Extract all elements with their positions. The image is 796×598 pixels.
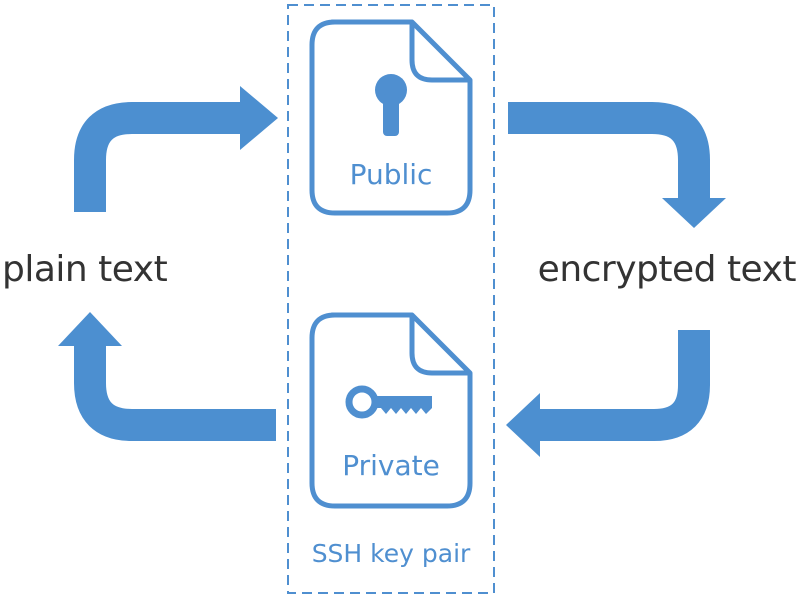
key-icon <box>345 385 432 419</box>
private-key-file <box>309 312 473 509</box>
key-pair-group-border <box>287 4 495 594</box>
plain-text-label: plain text <box>2 249 168 290</box>
arrow-private-to-plain <box>58 312 276 441</box>
arrow-encrypted-to-private <box>506 330 710 457</box>
arrow-public-to-encrypted <box>508 102 726 228</box>
arrow-plain-to-public <box>74 86 278 212</box>
public-key-file <box>309 19 473 216</box>
public-key-label: Public <box>349 158 433 191</box>
encrypted-text-label: encrypted text <box>537 249 796 290</box>
private-key-label: Private <box>342 449 440 482</box>
ssh-key-pair-label: SSH key pair <box>311 539 471 568</box>
keyhole-icon <box>375 74 407 136</box>
